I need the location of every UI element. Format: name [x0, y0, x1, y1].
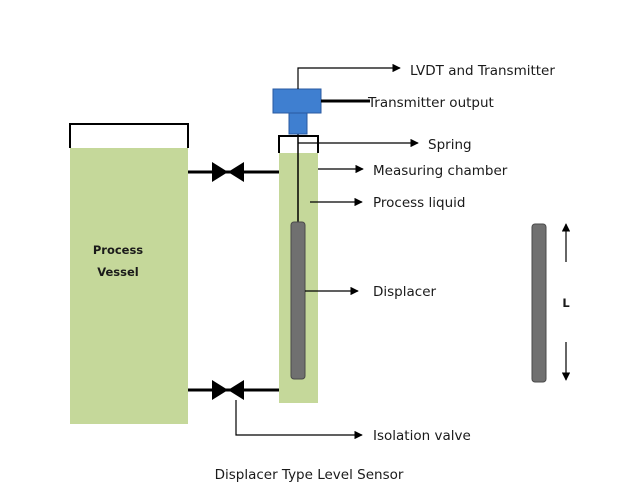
vessel-label-line2: Vessel	[97, 265, 139, 279]
isolation-valve-label: Isolation valve	[373, 428, 471, 444]
diagram-caption: Displacer Type Level Sensor	[215, 467, 404, 483]
process-vessel: Process Vessel	[69, 123, 189, 424]
lvdt-label: LVDT and Transmitter	[410, 63, 555, 79]
gate-valve-icon	[212, 162, 244, 182]
reference-displacer	[531, 223, 547, 383]
measuring-chamber	[278, 134, 319, 403]
gate-valve-icon	[212, 380, 244, 400]
spring-label: Spring	[428, 137, 472, 153]
lvdt-leader	[297, 63, 401, 89]
bottom-pipe	[188, 380, 363, 440]
isolation-valve-leader	[235, 400, 363, 440]
top-pipe	[188, 162, 279, 182]
vessel-liquid	[70, 148, 188, 424]
transmitter-box	[272, 88, 322, 114]
measuring-chamber-label: Measuring chamber	[373, 163, 508, 179]
length-label: L	[562, 296, 570, 310]
transmitter-neck	[288, 111, 308, 135]
process-liquid-label: Process liquid	[373, 195, 465, 211]
vessel-outline	[69, 123, 189, 148]
displacer-body	[290, 221, 306, 380]
vessel-label-line1: Process	[93, 243, 143, 257]
length-reference: L	[531, 223, 570, 383]
displacer-label: Displacer	[373, 284, 437, 300]
lvdt-transmitter	[272, 63, 401, 135]
transmitter-output-label: Transmitter output	[367, 95, 494, 111]
